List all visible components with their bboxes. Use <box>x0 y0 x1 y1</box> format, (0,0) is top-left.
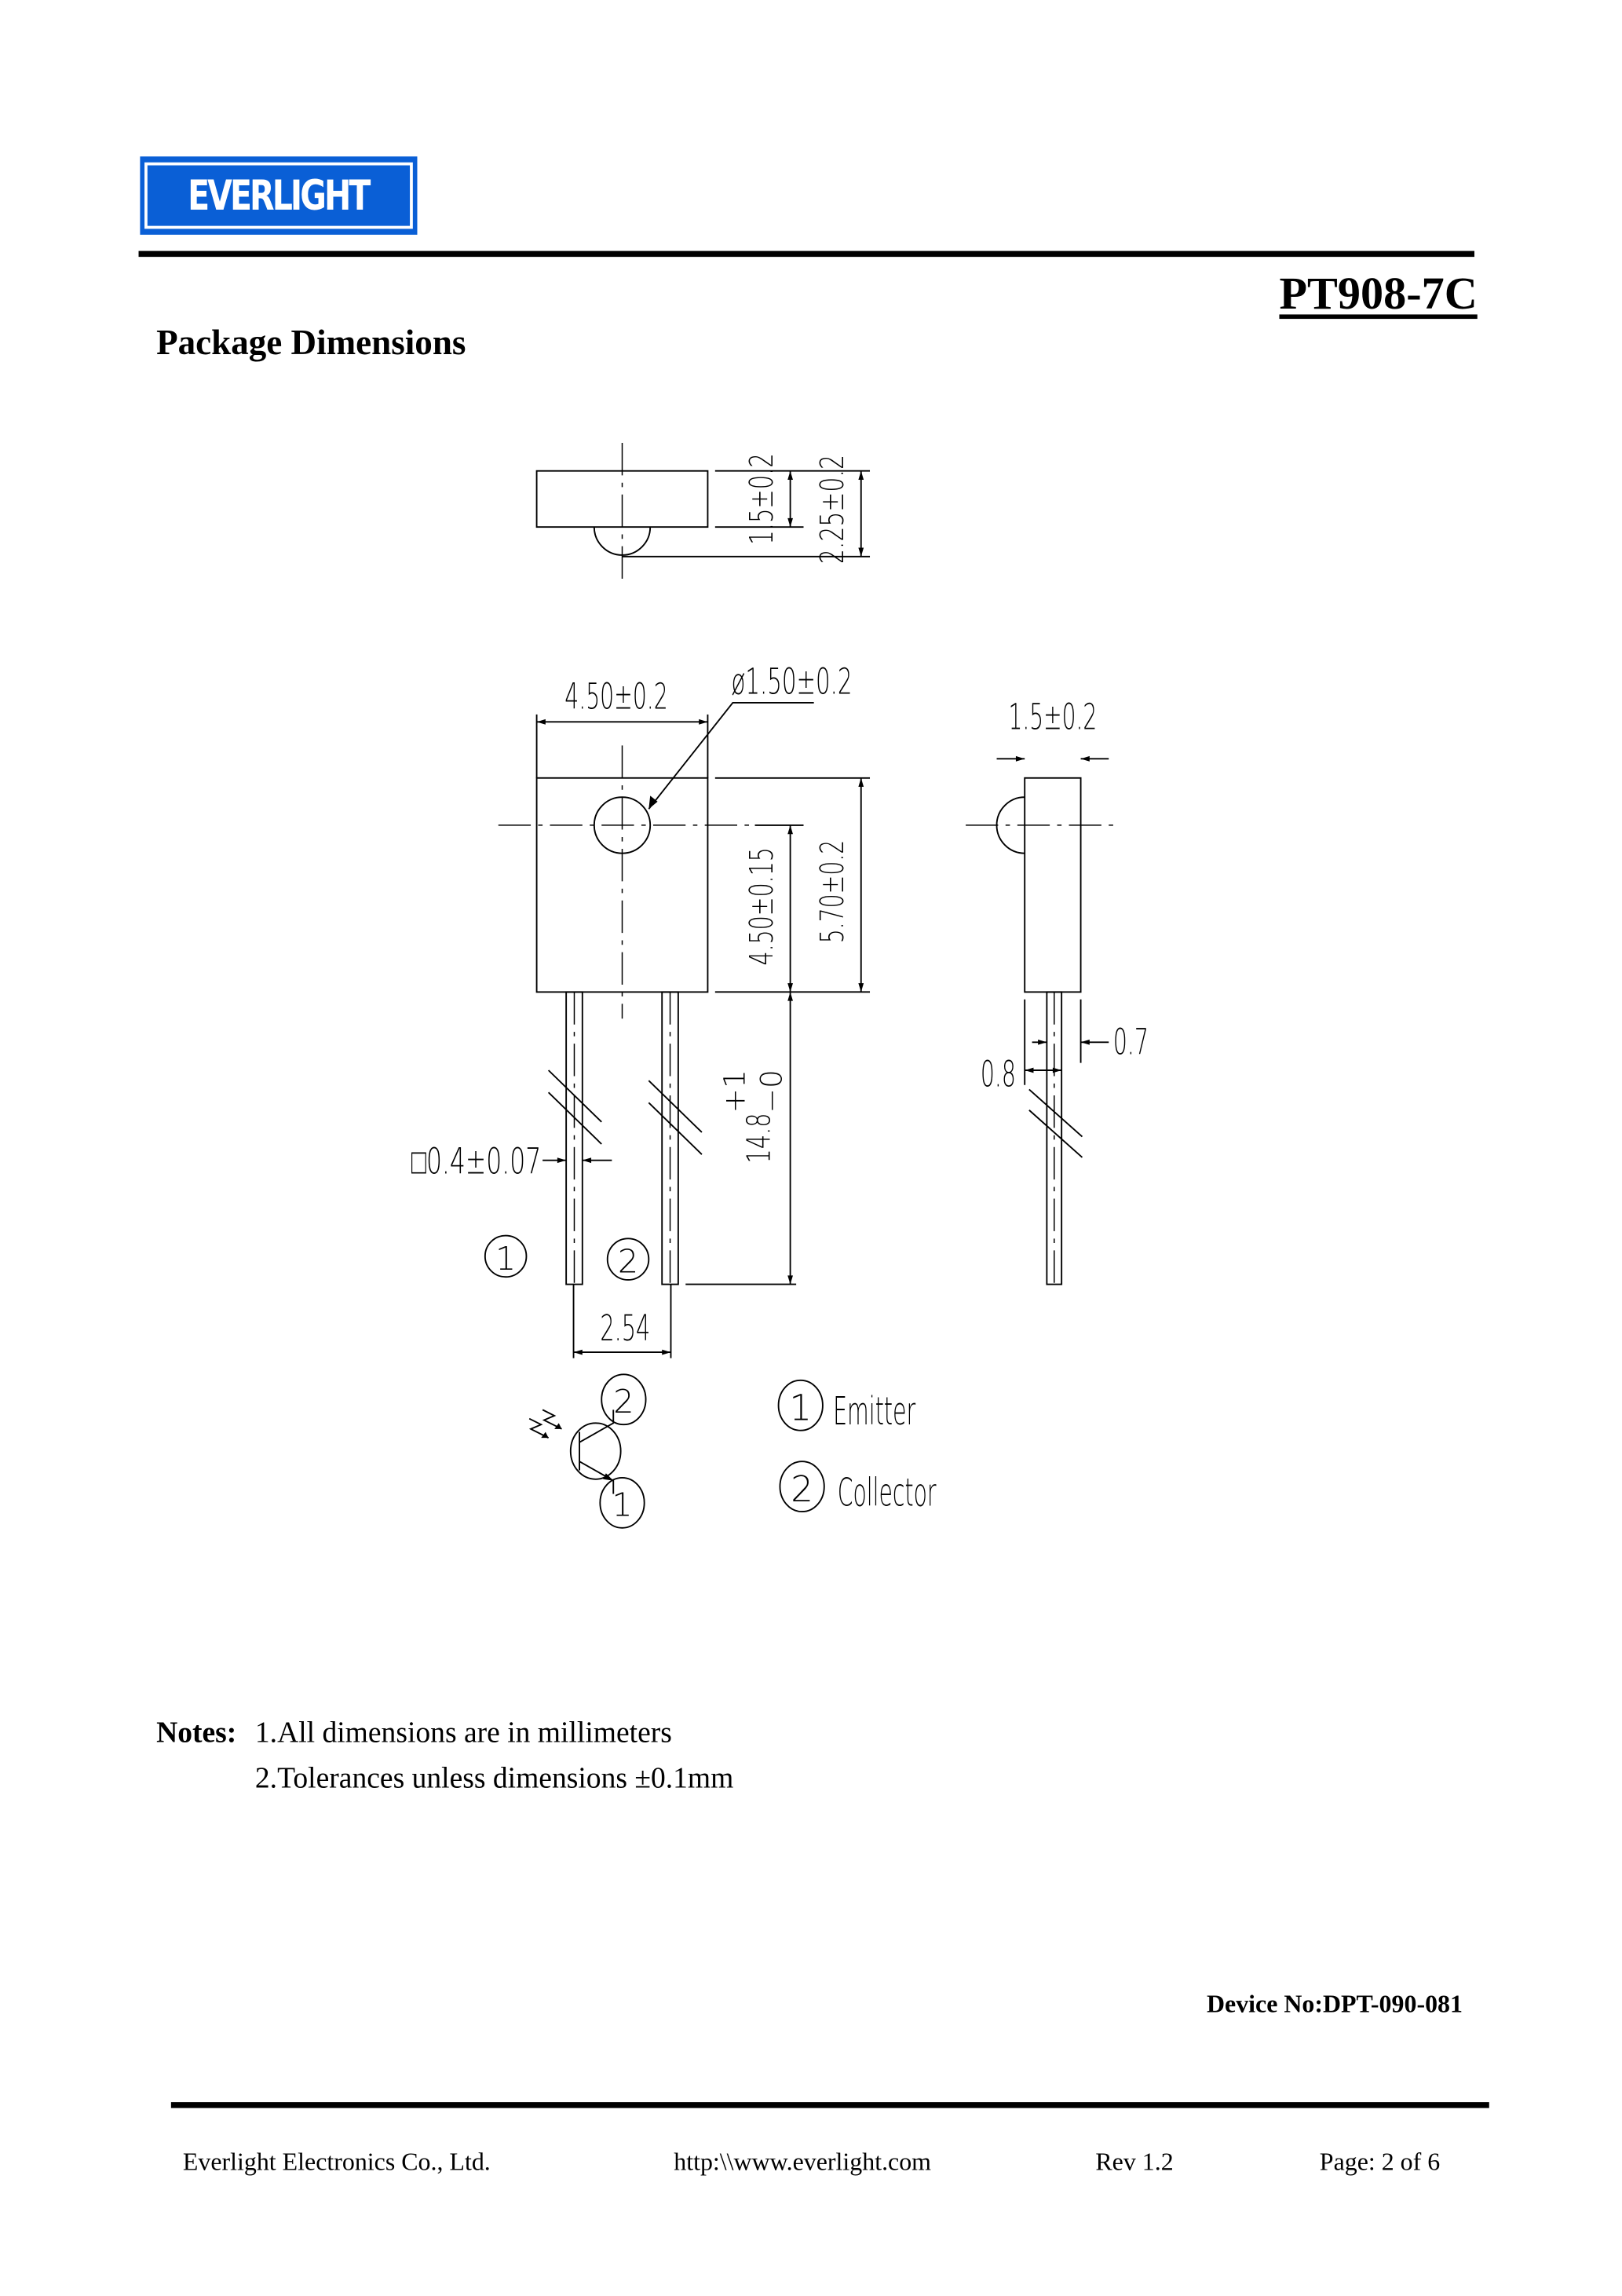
front-view: 4.50±0.2 ø1.50±0.2 4.50±0.15 5.70±0.2 □0… <box>411 661 871 1358</box>
device-number: Device No:DPT-090-081 <box>1206 1990 1463 2018</box>
dim-top-body: 1.5±0.2 <box>743 453 780 545</box>
logo-text: EVERLIGHT <box>188 171 371 221</box>
pin-legend: 1 Emitter 2 Collector <box>777 1379 937 1515</box>
dim-width: 4.50±0.2 <box>564 675 667 717</box>
dim-lens-diameter: ø1.50±0.2 <box>731 661 852 703</box>
dim-lead-length-minus: −0 <box>754 1069 788 1113</box>
dim-side-a: 0.7 <box>1113 1021 1149 1062</box>
model-number: PT908-7C <box>1279 267 1478 320</box>
pin-1-marker <box>484 1234 528 1278</box>
symbol-pin-bottom: 1 <box>612 1486 632 1524</box>
pin-1-label: 1 <box>495 1240 516 1278</box>
side-view: 1.5±0.2 0.7 0.8 <box>966 696 1149 1285</box>
legend-pin-2: 2 <box>791 1468 813 1510</box>
legend-collector: Collector <box>838 1471 937 1515</box>
dim-body-height: 5.70±0.2 <box>813 840 851 944</box>
footer-page: Page: 2 of 6 <box>1319 2148 1441 2177</box>
notes: Notes: <box>156 1717 236 1750</box>
dim-lead-length: 14.8 <box>740 1113 777 1164</box>
dim-pitch: 2.54 <box>600 1307 650 1349</box>
legend-pin-1: 1 <box>789 1387 812 1429</box>
top-view: 1.5±0.2 2.25±0.2 <box>535 442 871 583</box>
dim-side-thickness: 1.5±0.2 <box>1009 696 1098 738</box>
everlight-logo: EVERLIGHT <box>140 156 418 235</box>
symbol-pin-top: 2 <box>613 1383 634 1420</box>
pin-2-label: 2 <box>618 1243 638 1281</box>
dim-lead-length-plus: +1 <box>717 1069 751 1113</box>
footer-rule <box>170 2102 1489 2108</box>
footer-url[interactable]: http:\\www.everlight.com <box>674 2148 932 2177</box>
header-rule <box>138 250 1475 258</box>
section-title: Package Dimensions <box>156 324 466 364</box>
phototransistor-symbol: 2 1 <box>528 1373 647 1529</box>
note-1: 1.All dimensions are in millimeters <box>254 1717 672 1749</box>
dim-lead-size: □0.4±0.07 <box>411 1141 541 1183</box>
dim-side-b: 0.8 <box>981 1054 1016 1095</box>
legend-emitter: Emitter <box>833 1389 916 1434</box>
footer-rev: Rev 1.2 <box>1095 2148 1174 2177</box>
dim-top-total: 2.25±0.2 <box>813 455 851 564</box>
note-2: 2.Tolerances unless dimensions ±0.1mm <box>254 1762 734 1796</box>
dim-lens-height: 4.50±0.15 <box>743 847 780 965</box>
pin-2-marker <box>606 1238 650 1281</box>
footer-company: Everlight Electronics Co., Ltd. <box>182 2148 491 2177</box>
notes-label: Notes: <box>156 1717 237 1749</box>
